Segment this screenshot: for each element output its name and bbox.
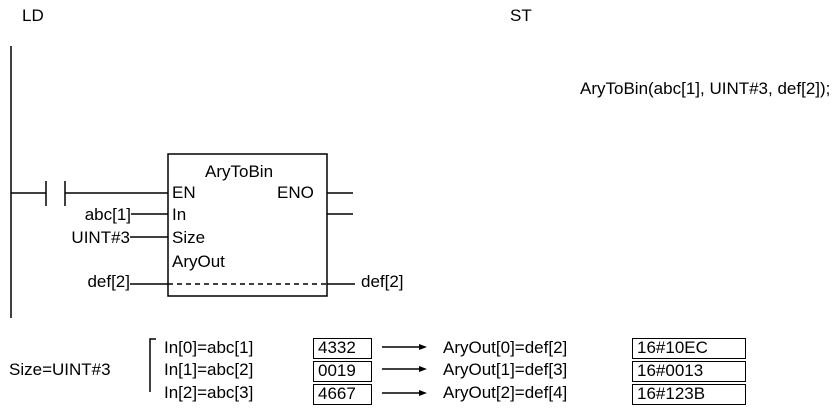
arrowhead-row-2 bbox=[419, 390, 427, 396]
input-value-0: 4332 bbox=[313, 338, 372, 359]
example-bracket bbox=[149, 338, 156, 392]
pin-en: EN bbox=[172, 183, 196, 202]
pin-aryout: AryOut bbox=[172, 252, 225, 271]
function-block-name: AryToBin bbox=[205, 162, 274, 181]
pin-in: In bbox=[172, 205, 187, 224]
ld-header: LD bbox=[22, 6, 44, 25]
output-value-0: 16#10EC bbox=[632, 338, 746, 359]
output-element-0: AryOut[0]=def[2] bbox=[443, 338, 568, 357]
arg-size-variable: UINT#3 bbox=[71, 228, 130, 247]
input-element-0: In[0]=abc[1] bbox=[164, 338, 254, 357]
output-element-1: AryOut[1]=def[3] bbox=[443, 360, 568, 379]
pin-eno: ENO bbox=[277, 183, 314, 202]
input-element-2: In[2]=abc[3] bbox=[164, 383, 254, 402]
input-value-1: 0019 bbox=[313, 361, 372, 382]
output-element-2: AryOut[2]=def[4] bbox=[443, 383, 568, 402]
input-element-1: In[1]=abc[2] bbox=[164, 360, 254, 379]
size-label: Size=UINT#3 bbox=[9, 360, 111, 379]
arg-in-variable: abc[1] bbox=[84, 205, 131, 224]
output-value-2: 16#123B bbox=[632, 384, 746, 405]
input-value-2: 4667 bbox=[313, 384, 372, 405]
output-value-1: 16#0013 bbox=[632, 361, 746, 382]
st-code-line: AryToBin(abc[1], UINT#3, def[2]); bbox=[580, 79, 831, 98]
arg-aryout-variable-left: def[2] bbox=[87, 272, 130, 291]
arrowhead-row-1 bbox=[419, 366, 427, 372]
pin-size: Size bbox=[172, 228, 206, 247]
arrowhead-row-0 bbox=[419, 344, 427, 350]
arg-aryout-variable-right: def[2] bbox=[361, 272, 404, 291]
st-header: ST bbox=[510, 6, 532, 25]
function-block-box bbox=[167, 153, 328, 297]
